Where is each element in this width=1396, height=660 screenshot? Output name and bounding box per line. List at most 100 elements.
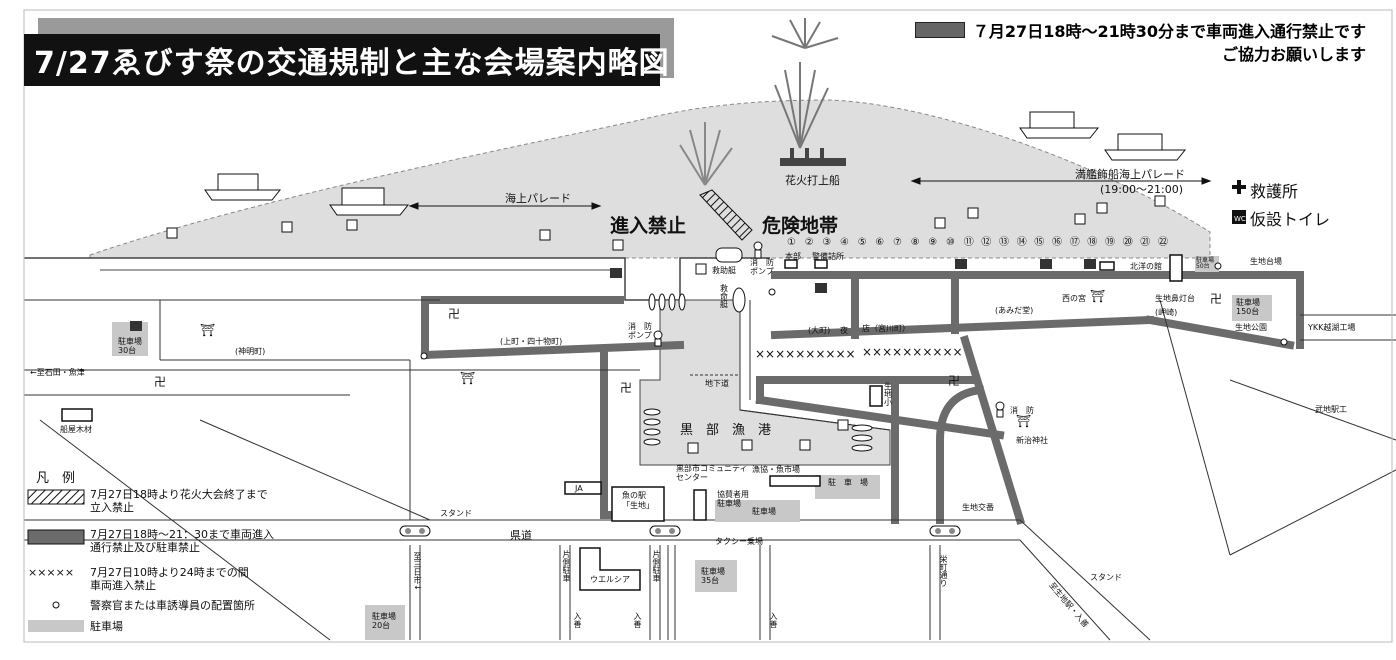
amida-label: (あみだ堂) xyxy=(995,306,1034,315)
side-parking-label-2: 片側駐車 xyxy=(652,550,661,582)
misaki-label: (岬崎) xyxy=(1155,308,1178,317)
to-mikkaichi-label: 至三日市↓ xyxy=(413,552,422,591)
legend-item-dark: 7月27日18時～21：30まで車両進入 通行禁止及び駐車禁止 xyxy=(90,528,274,554)
toilet-legend: 仮設トイレ xyxy=(1250,210,1331,229)
parking-lots xyxy=(112,256,1272,640)
honbu-label: 本部 xyxy=(785,252,801,261)
stall-number-3: ③ xyxy=(822,237,831,248)
stall-number-22: ㉒ xyxy=(1158,236,1168,248)
notice-text-1: ７月27日18時～21時30分まで車両進入通行禁止です xyxy=(972,22,1366,41)
svg-text:卍: 卍 xyxy=(620,381,632,395)
wc-icon: WC xyxy=(1232,210,1246,224)
sakaedori-label: 栄町通り xyxy=(939,555,948,587)
page-title: 7/27ゑびす祭の交通規制と主な会場案内略図 xyxy=(34,46,670,81)
notice-swatch xyxy=(914,22,965,38)
danger-zone-label: 危険地帯 xyxy=(762,215,839,237)
ikuji-daiba-label: 生地台場 xyxy=(1250,257,1282,266)
entry-label-3: 入善 xyxy=(769,612,778,628)
stall-number-10: ⑩ xyxy=(946,237,955,248)
entry-label-2: 入善 xyxy=(633,612,642,628)
stall-number-5: ⑤ xyxy=(858,237,867,248)
parking-35-label: 駐車場 35台 xyxy=(701,567,725,585)
entry-label-1: 入善 xyxy=(573,612,582,628)
svg-text:卍: 卍 xyxy=(154,375,166,389)
cross-icon xyxy=(1232,180,1246,194)
underpass-label: 地下道 xyxy=(705,379,729,388)
traffic-notice: ７月27日18時～21時30分まで車両進入通行禁止です ご協力お願いします xyxy=(914,20,1366,66)
stall-number-15: ⑮ xyxy=(1034,236,1044,248)
decorated-parade-label: 満艦飾船海上パレード xyxy=(1075,168,1185,181)
notice-line-1: ７月27日18時～21時30分まで車両進入通行禁止です xyxy=(914,20,1366,43)
stall-number-16: ⑯ xyxy=(1052,236,1062,248)
parade-boat-icons xyxy=(204,111,1187,216)
stall-number-21: ㉑ xyxy=(1140,236,1150,248)
to-ishida-label: ←至石田・魚津 xyxy=(30,368,85,377)
miyagawa-label: 店（宮川町） xyxy=(862,324,910,333)
fireworks-burst-icon xyxy=(679,122,733,186)
title-box xyxy=(24,34,660,86)
shinji-shrine-label: 新治神社 xyxy=(1016,436,1048,445)
omachi-label: (大町) xyxy=(808,326,831,335)
stall-number-6: ⑥ xyxy=(875,237,884,248)
wc-boxes xyxy=(130,259,1096,331)
fire-pump-label-1: 消 防 ポンプ xyxy=(750,258,774,276)
parking-small-label: 駐車場 50台 xyxy=(1196,257,1215,270)
svg-text:卍: 卍 xyxy=(1210,292,1222,306)
prefectural-road-label: 県道 xyxy=(510,529,532,542)
ikuji-kotsu-label: 生地交番 xyxy=(962,503,994,512)
stall-number-7: ⑦ xyxy=(893,237,902,248)
parking-150-label: 駐車場 150台 xyxy=(1236,298,1260,316)
parking-area-label: 駐 車 場 xyxy=(828,478,868,487)
stall-number-13: ⑬ xyxy=(999,236,1009,248)
school-label: 生 地 小 xyxy=(884,382,892,407)
wellcia-label: ウエルシア xyxy=(590,575,630,584)
hokuyonokan-label: 北洋の館 xyxy=(1130,262,1162,271)
svg-text:⛩: ⛩ xyxy=(1090,289,1105,303)
taxi-label: タクシー乗場 xyxy=(715,537,763,546)
stall-number-2: ② xyxy=(805,237,814,248)
legend-item-parking: 駐車場 xyxy=(90,620,123,633)
community-center-label: 黒部市コミュニティ センター xyxy=(676,464,748,482)
harbor-boats xyxy=(643,293,873,452)
stall-number-17: ⑰ xyxy=(1070,236,1080,248)
parking-20-label: 駐車場 20台 xyxy=(372,612,396,630)
stall-number-19: ⑲ xyxy=(1105,236,1115,248)
legend-x-marker: ××××× xyxy=(28,566,75,579)
side-parking-label-1: 片側駐車 xyxy=(562,550,571,582)
stall-number-8: ⑧ xyxy=(911,237,920,248)
coastline xyxy=(24,257,770,301)
stall-number-18: ⑱ xyxy=(1087,236,1097,248)
legend-item-circle: 警察官または車誘導員の配置箇所 xyxy=(90,599,255,612)
harbor-label: 黒 部 漁 港 xyxy=(680,423,772,438)
fire-station-icons xyxy=(653,241,1005,418)
keibi-label: 警備詰所 xyxy=(812,252,844,261)
parade-arrows xyxy=(408,177,1212,210)
svg-text:卍: 卍 xyxy=(948,374,960,388)
toilet-icons xyxy=(166,195,1166,454)
svg-text:××××××××××: ×××××××××× xyxy=(755,347,856,361)
sponsor-parking-label: 協賛者用 駐車場 xyxy=(717,490,749,508)
station-label: 武地駅工 xyxy=(1315,405,1347,414)
ikuji-park-label: 生地公園 xyxy=(1235,323,1267,332)
parade-time-label: (19:00～21:00) xyxy=(1100,183,1183,196)
no-entry-label: 進入禁止 xyxy=(610,215,687,237)
x-marked-roads: ×××××××××× ×××××××××× xyxy=(755,345,963,361)
gyokyo-label: 漁協・魚市場 xyxy=(752,465,800,474)
svg-text:⛩: ⛩ xyxy=(200,323,215,337)
roads xyxy=(24,299,1396,641)
kamimachi-label: (上町・四十物町) xyxy=(500,337,563,346)
rescue-ship-label: 救 命 艇 xyxy=(720,284,728,309)
fire-station-label: 消 防 xyxy=(1010,406,1034,415)
shinmeicho-label: (神明町) xyxy=(235,347,266,356)
stall-number-20: ⑳ xyxy=(1123,236,1133,248)
yoru-label: 夜 xyxy=(840,326,848,335)
buildings xyxy=(61,254,1183,591)
stand-label: スタンド xyxy=(440,509,472,518)
nishinomiya-label: 西の宮 xyxy=(1062,294,1086,303)
stand-label-2: スタンド xyxy=(1090,573,1122,582)
svg-text:卍: 卍 xyxy=(448,307,460,321)
legend-swatches xyxy=(27,489,85,632)
stall-number-12: ⑫ xyxy=(981,236,991,248)
